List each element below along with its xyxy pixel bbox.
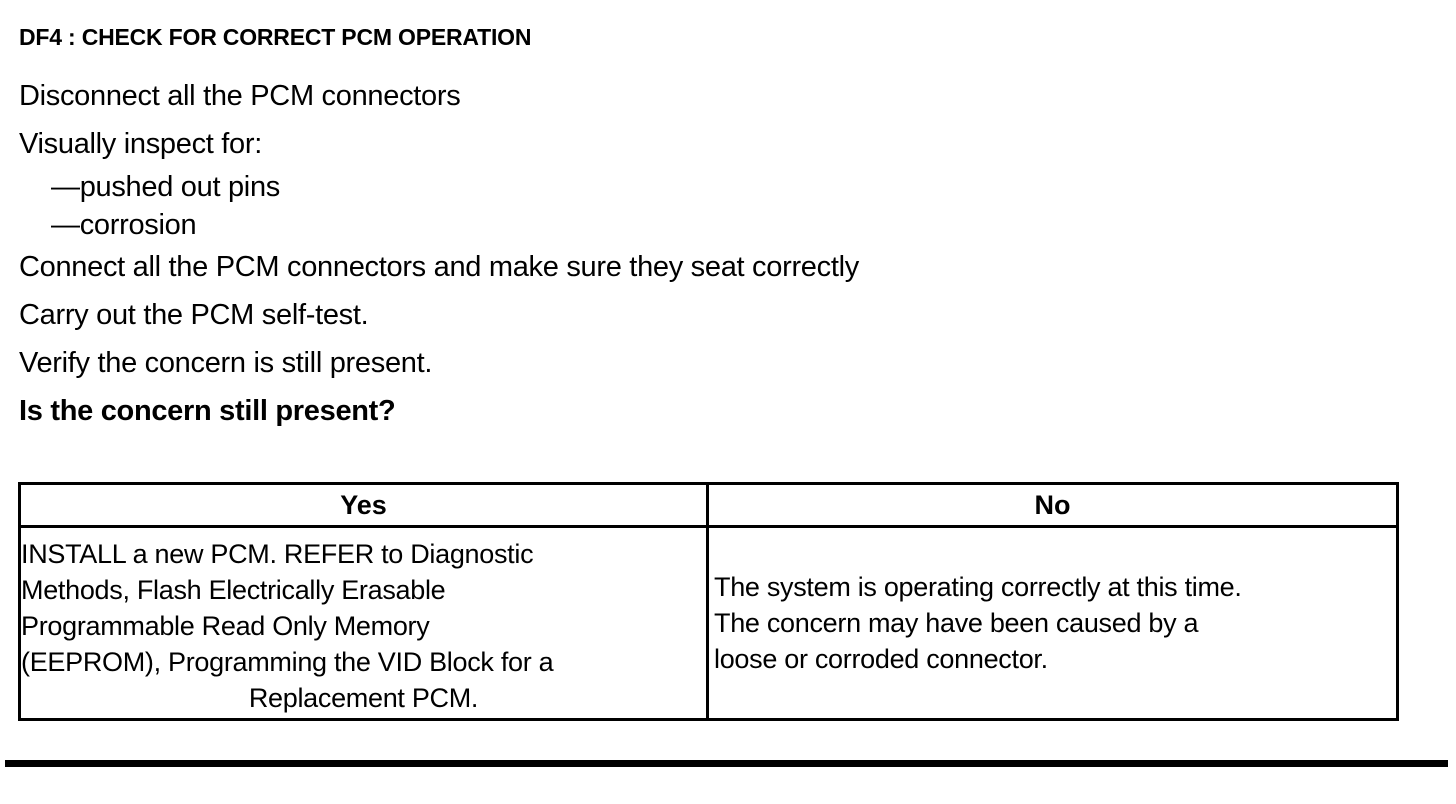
- column-header-yes: Yes: [18, 482, 709, 528]
- outcome-line: The system is operating correctly at thi…: [714, 572, 1242, 602]
- procedure-step: Visually inspect for:: [19, 128, 263, 160]
- procedure-step-bullet: —pushed out pins: [51, 171, 280, 203]
- procedure-step: Connect all the PCM connectors and make …: [19, 251, 859, 283]
- outcome-cell-no: The system is operating correctly at thi…: [706, 525, 1399, 721]
- column-header-no: No: [706, 482, 1399, 528]
- page-title: DF4 : CHECK FOR CORRECT PCM OPERATION: [19, 24, 532, 50]
- outcome-line: Methods, Flash Electrically Erasable: [21, 574, 446, 605]
- decision-outcome-table: Yes No INSTALL a new PCM. REFER to Diagn…: [18, 482, 1399, 721]
- outcome-cell-yes: INSTALL a new PCM. REFER to Diagnostic M…: [18, 525, 709, 721]
- outcome-line: (EEPROM), Programming the VID Block for …: [21, 646, 554, 677]
- table-header-row: Yes No: [18, 482, 1399, 528]
- outcome-line: INSTALL a new PCM. REFER to Diagnostic: [21, 538, 534, 569]
- procedure-step-list: Disconnect all the PCM connectors Visual…: [19, 72, 1419, 435]
- procedure-step: Verify the concern is still present.: [19, 347, 433, 379]
- procedure-step-bullet: —corrosion: [51, 209, 197, 241]
- outcome-line: The concern may have been caused by a: [714, 608, 1199, 638]
- outcome-line: Programmable Read Only Memory: [21, 610, 430, 641]
- procedure-step: Disconnect all the PCM connectors: [19, 80, 461, 112]
- decision-question: Is the concern still present?: [19, 395, 396, 427]
- outcome-text-no: The system is operating correctly at thi…: [709, 569, 1396, 677]
- outcome-line: Replacement PCM.: [248, 682, 479, 713]
- procedure-step: Carry out the PCM self-test.: [19, 299, 369, 331]
- outcome-line: loose or corroded connector.: [714, 644, 1048, 674]
- footer-divider: [5, 760, 1448, 767]
- outcome-text-yes: INSTALL a new PCM. REFER to Diagnostic M…: [21, 531, 706, 716]
- table-row: INSTALL a new PCM. REFER to Diagnostic M…: [18, 525, 1399, 721]
